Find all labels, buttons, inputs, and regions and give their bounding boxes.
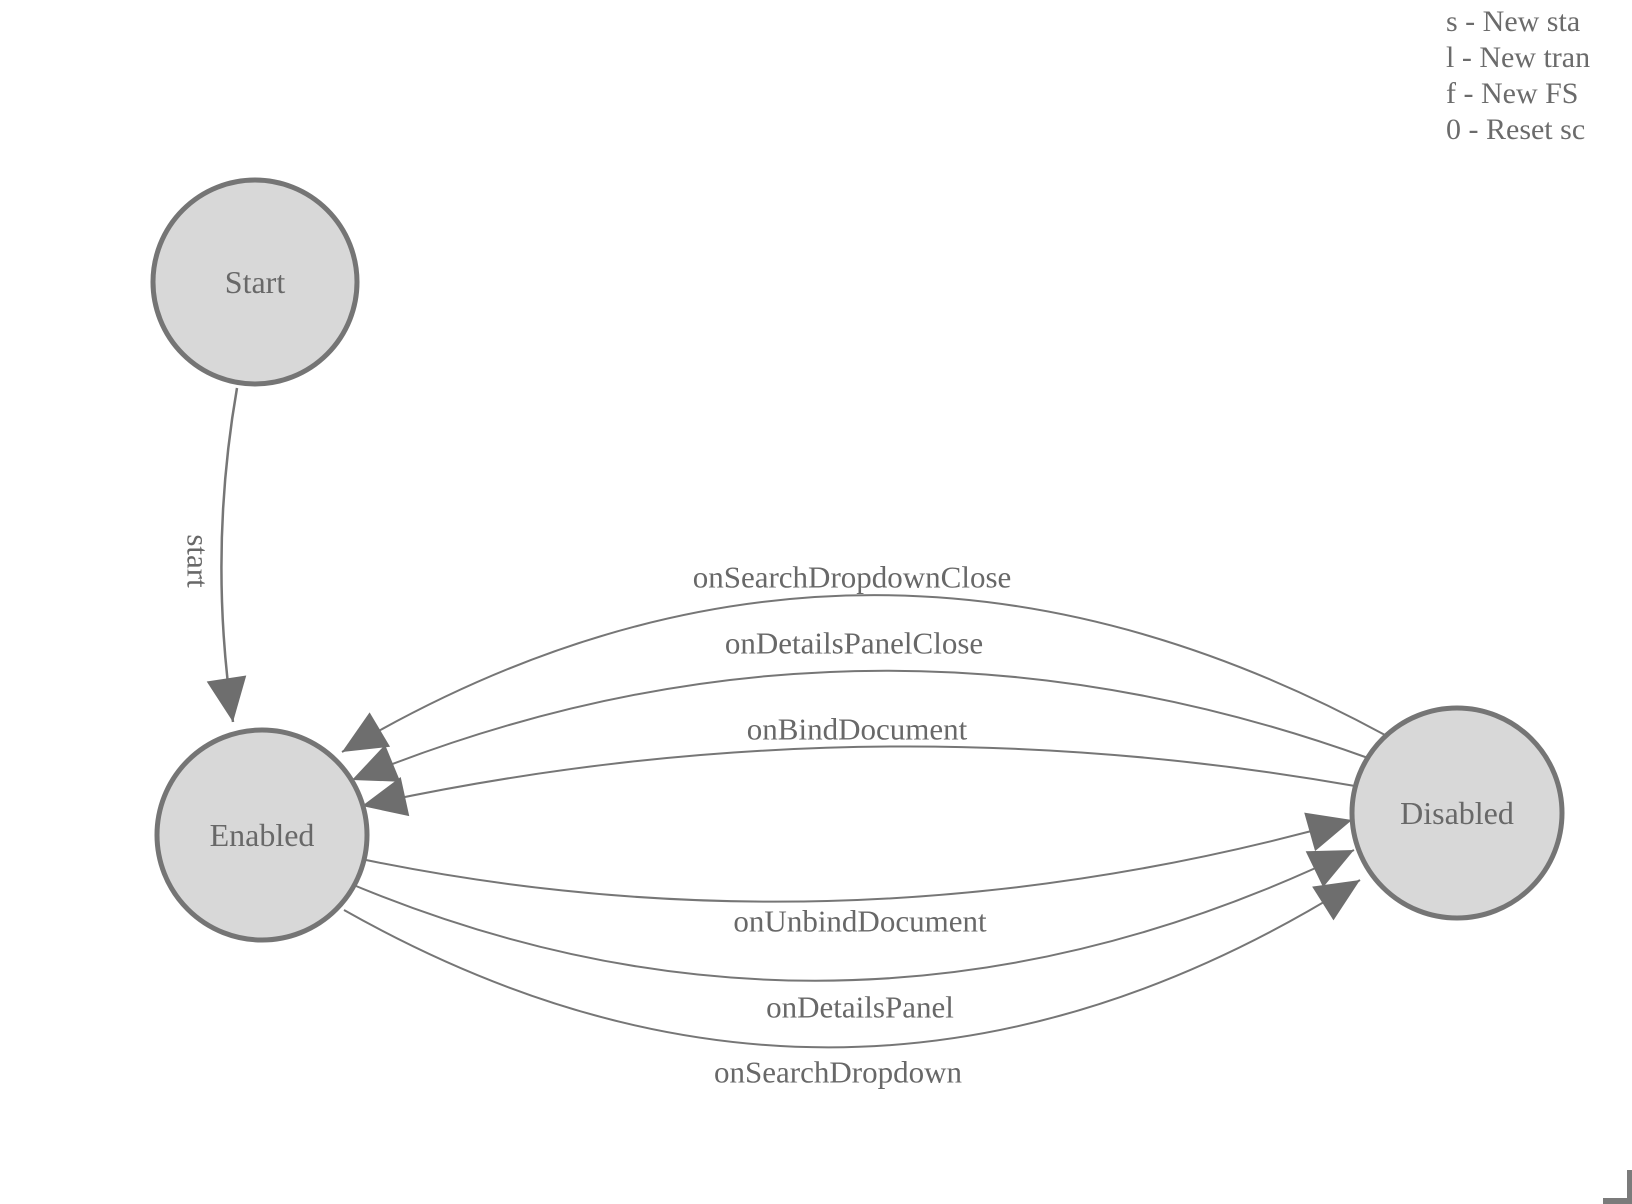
edge-onSearchDropdownClose[interactable] (341, 594, 1386, 753)
edge-start-to-enabled[interactable] (206, 387, 247, 723)
state-node-enabled[interactable] (154, 727, 370, 943)
state-node-disabled[interactable] (1349, 705, 1565, 921)
state-label-enabled: Enabled (209, 817, 315, 853)
legend-line-new-fsm: f - New FS (1446, 77, 1579, 110)
edge-label-onDetailsPanel: onDetailsPanel (766, 989, 954, 1025)
edge-onUnbindDocument[interactable] (365, 812, 1353, 903)
edge-label-onSearchDropdownClose: onSearchDropdownClose (692, 559, 1012, 595)
edge-label-onSearchDropdown: onSearchDropdown (714, 1054, 962, 1090)
state-node-start[interactable] (150, 177, 360, 387)
shortcut-legend: s - New sta l - New tran f - New FS 0 - … (1446, 4, 1632, 148)
edge-onDetailsPanel[interactable] (355, 849, 1355, 982)
canvas-corner-bracket (1603, 1170, 1632, 1204)
edge-onSearchDropdown[interactable] (343, 879, 1361, 1049)
legend-line-reset: 0 - Reset sc (1446, 113, 1586, 146)
legend-line-new-transition: l - New tran (1446, 41, 1591, 74)
edge-onDetailsPanelClose[interactable] (351, 669, 1369, 782)
edge-label-onDetailsPanelClose: onDetailsPanelClose (724, 625, 984, 661)
edge-onBindDocument[interactable] (361, 745, 1356, 817)
state-label-start: Start (224, 264, 286, 300)
legend-line-new-state: s - New sta (1446, 5, 1581, 38)
state-label-disabled: Disabled (1400, 795, 1514, 831)
edge-label-onBindDocument: onBindDocument (746, 711, 968, 747)
edge-label-onUnbindDocument: onUnbindDocument (733, 903, 987, 939)
edge-label-start: start (180, 534, 216, 588)
